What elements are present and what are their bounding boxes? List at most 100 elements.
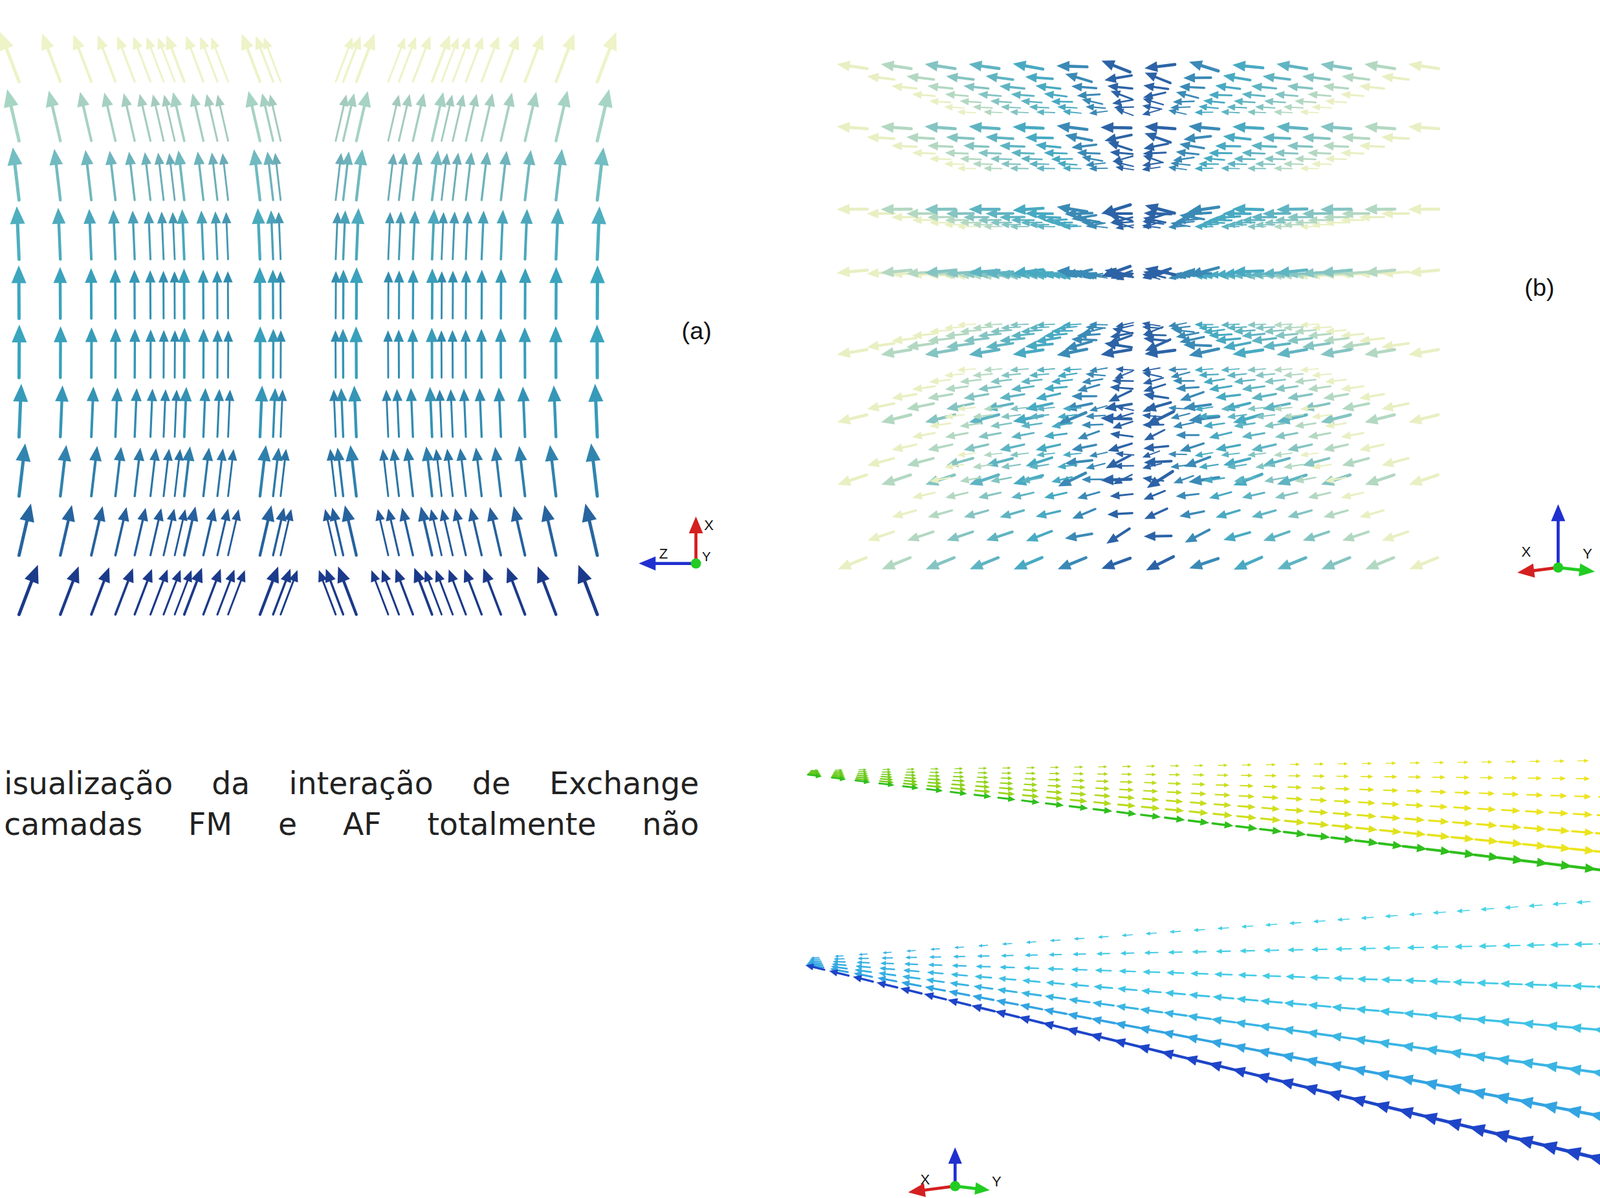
spin-shaft xyxy=(1116,272,1132,276)
spin-head xyxy=(1168,405,1177,412)
spin-shaft xyxy=(386,580,400,615)
spin-head xyxy=(1168,164,1177,172)
spin-shaft xyxy=(1178,372,1190,376)
spin-shaft xyxy=(1009,86,1025,88)
spin-head xyxy=(837,60,851,72)
spin-head xyxy=(339,94,349,107)
spin-head xyxy=(121,93,132,107)
spin-head xyxy=(891,82,903,92)
spin-head xyxy=(1000,103,1010,111)
spin-head xyxy=(549,266,563,283)
spin-shaft xyxy=(450,400,453,437)
spin-shaft xyxy=(1069,208,1087,212)
spin-head xyxy=(1183,73,1195,83)
spin-head xyxy=(1408,347,1423,358)
spin-head xyxy=(1223,340,1236,351)
spin-shaft xyxy=(204,47,218,82)
spin-head xyxy=(1226,371,1236,379)
spin-shaft xyxy=(1261,86,1276,88)
spin-head xyxy=(1276,347,1291,358)
spin-head xyxy=(520,208,533,224)
spin-shaft xyxy=(1119,152,1133,154)
spin-head xyxy=(1251,141,1263,151)
spin-head xyxy=(206,507,217,522)
spin-shaft xyxy=(1017,111,1029,114)
spin-head xyxy=(383,271,394,283)
spin-head xyxy=(946,401,959,412)
spin-shaft xyxy=(89,223,92,260)
spin-shaft xyxy=(1090,379,1103,382)
spin-head xyxy=(1144,72,1157,82)
spin-shaft xyxy=(1194,135,1212,138)
spin-head xyxy=(236,569,246,583)
spin-shaft xyxy=(987,432,1001,436)
spin-shaft xyxy=(1094,374,1106,376)
spin-head xyxy=(929,421,939,429)
spin-shaft xyxy=(1202,452,1213,455)
spin-head xyxy=(1247,405,1256,412)
spin-head xyxy=(1208,91,1219,100)
spin-shaft xyxy=(1234,137,1251,140)
spin-shaft xyxy=(342,164,347,200)
spin-shaft xyxy=(216,223,218,259)
spin-head xyxy=(945,431,956,440)
spin-shaft xyxy=(1218,93,1232,97)
spin-shaft xyxy=(1175,368,1186,371)
spin-shaft xyxy=(1070,111,1081,114)
spin-shaft xyxy=(901,338,917,341)
spin-shaft xyxy=(555,48,569,82)
spin-head xyxy=(925,475,939,486)
spin-head xyxy=(1028,160,1038,168)
spin-shaft xyxy=(481,106,490,142)
spin-head xyxy=(443,448,454,461)
spin-head xyxy=(866,132,879,143)
spin-shaft xyxy=(499,401,501,437)
spin-shaft xyxy=(893,414,911,420)
spin-head xyxy=(1241,431,1252,440)
spin-head xyxy=(906,132,919,143)
spin-head xyxy=(1208,384,1219,393)
spin-head xyxy=(255,36,266,51)
spin-shaft xyxy=(174,341,176,378)
spin-head xyxy=(221,211,232,224)
spin-head xyxy=(1175,430,1186,440)
spin-head xyxy=(924,203,938,215)
spin-shaft xyxy=(1297,146,1313,147)
spin-shaft xyxy=(1151,158,1164,163)
spin-head xyxy=(41,33,54,52)
spin-head xyxy=(1381,401,1394,412)
spin-shaft xyxy=(223,164,228,200)
spin-shaft xyxy=(102,48,116,83)
spin-shaft xyxy=(964,323,976,326)
spin-head xyxy=(432,449,443,461)
spin-head xyxy=(97,35,109,51)
spin-shaft xyxy=(1025,65,1043,70)
spin-head xyxy=(350,267,363,283)
spin-head xyxy=(511,505,524,522)
spin-head xyxy=(836,203,850,215)
spin-shaft xyxy=(356,48,370,82)
spin-shaft xyxy=(219,105,228,141)
spin-head xyxy=(522,150,536,166)
spin-shaft xyxy=(1121,325,1133,329)
spin-head xyxy=(280,568,292,583)
spin-shaft xyxy=(1255,323,1266,326)
spin-shaft xyxy=(1333,65,1351,69)
spin-shaft xyxy=(555,223,558,260)
spin-shaft xyxy=(18,580,32,614)
spin-head xyxy=(836,266,851,278)
spin-shaft xyxy=(322,580,336,614)
spin-head xyxy=(1024,132,1037,143)
spin-shaft xyxy=(1152,333,1166,337)
spin-head xyxy=(1232,346,1247,358)
spin-shaft xyxy=(1175,408,1186,409)
spin-shaft xyxy=(480,282,484,319)
spin-head xyxy=(1286,82,1298,92)
spin-head xyxy=(357,90,371,108)
spin-head xyxy=(956,366,965,373)
spin-head xyxy=(943,103,953,111)
spin-shaft xyxy=(1113,126,1131,130)
spin-shaft xyxy=(957,403,974,407)
panel-b-field xyxy=(836,60,1439,570)
spin-head xyxy=(591,206,607,225)
